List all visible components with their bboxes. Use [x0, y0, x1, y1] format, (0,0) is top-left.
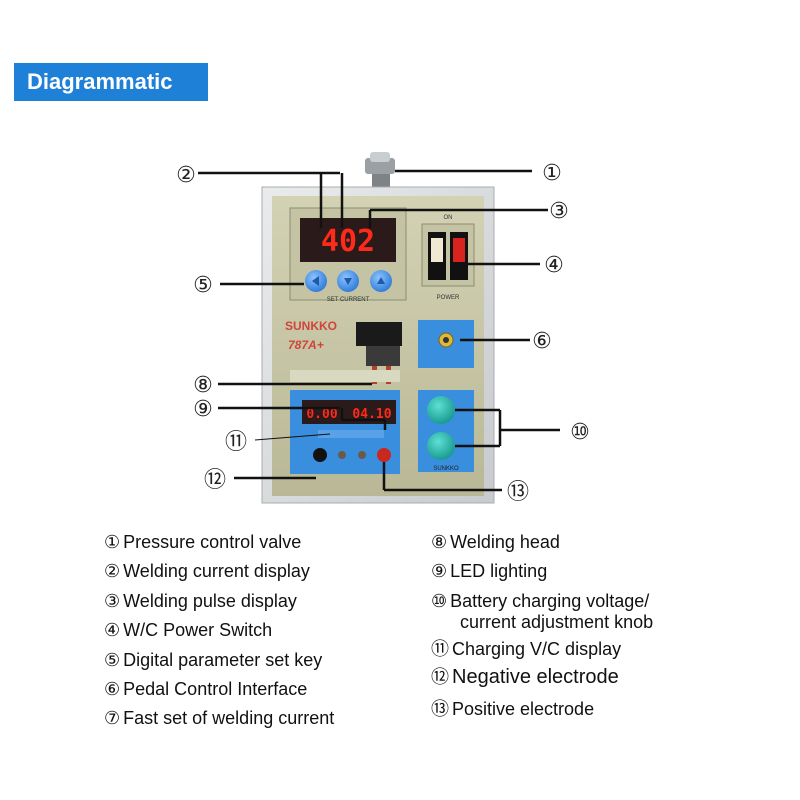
switch-rocker-right: [453, 238, 465, 262]
charging-current-value: 04.10: [352, 407, 391, 422]
legend-text: Welding pulse display: [123, 591, 297, 611]
legend-text: Pedal Control Interface: [123, 679, 308, 699]
legend-number: ⑫: [431, 667, 449, 688]
callout-lines: [198, 169, 560, 492]
charging-current-knob[interactable]: [427, 432, 455, 460]
callout-1: ①: [542, 161, 562, 186]
legend-number: ⑥: [104, 679, 121, 700]
arrow-left-icon: [312, 276, 319, 286]
legend-number: ⑪: [431, 639, 449, 660]
legend-text: Welding current display: [123, 561, 310, 581]
callout-11: ⑪: [225, 430, 247, 455]
callout-10: ⑩: [570, 420, 590, 445]
legend-number: ④: [104, 620, 121, 641]
callout-8: ⑧: [193, 373, 213, 398]
legend-text: Charging V/C display: [452, 639, 622, 659]
brand-logo: SUNKKO: [285, 319, 337, 333]
charging-voltage-value: 0.00: [306, 407, 337, 422]
bottom-brand: SUNKKO: [433, 466, 459, 472]
indicator-light-1: [338, 451, 346, 459]
legend-number: ⑨: [431, 561, 448, 582]
set-current-label: SET CURRENT: [327, 297, 370, 303]
legend-text: LED lighting: [450, 561, 548, 581]
welding-display: [300, 218, 396, 262]
callout-5: ⑤: [193, 273, 213, 298]
legend-number: ①: [104, 532, 121, 553]
legend-number: ⑤: [104, 650, 121, 671]
charging-voltage-knob[interactable]: [427, 396, 455, 424]
device-diagram: 402 SET CURRENT ON POWER SUNKKO 787A+ 0.…: [176, 152, 590, 505]
callout-6: ⑥: [532, 329, 552, 354]
negative-electrode[interactable]: [313, 448, 327, 462]
pedal-port-hole: [443, 337, 449, 343]
indicator-light-2: [358, 451, 366, 459]
callout-numbers: ① ② ③ ④ ⑤ ⑥ ⑧ ⑨ ⑪ ⑫ ⑬ ⑩: [176, 161, 590, 505]
legend-text: W/C Power Switch: [123, 620, 273, 640]
callout-13: ⑬: [507, 480, 529, 505]
arrow-up-icon: [377, 277, 385, 284]
legend-number: ⑬: [431, 699, 449, 720]
power-label: POWER: [437, 295, 460, 301]
legend-number: ⑩: [431, 591, 448, 612]
legend-text: Positive electrode: [452, 699, 595, 719]
charging-label-strip: [318, 430, 384, 438]
callout-12: ⑫: [204, 468, 226, 493]
on-label: ON: [444, 215, 453, 221]
legend-item: current adjustment knob: [460, 612, 653, 633]
legend-text: Negative electrode: [452, 666, 619, 688]
welding-display-value: 402: [321, 224, 375, 259]
legend-text: current adjustment knob: [460, 612, 654, 632]
positive-electrode[interactable]: [377, 448, 391, 462]
switch-rocker-left: [431, 238, 443, 262]
callout-2: ②: [176, 163, 196, 188]
legend-text: Pressure control valve: [123, 532, 302, 552]
legend-text: Fast set of welding current: [123, 708, 335, 728]
legend-number: ③: [104, 591, 121, 612]
legend-text: Digital parameter set key: [123, 650, 323, 670]
legend-number: ②: [104, 561, 121, 582]
callout-9: ⑨: [193, 397, 213, 422]
page-title: Diagrammatic: [14, 63, 208, 101]
legend-number: ⑧: [431, 532, 448, 553]
legend-number: ⑦: [104, 708, 121, 729]
legend-text: Battery charging voltage/: [450, 591, 650, 611]
chinese-label-strip: [290, 370, 400, 382]
pressure-control-valve: [365, 152, 395, 188]
model-label: 787A+: [288, 338, 324, 352]
callout-3: ③: [549, 199, 569, 224]
callout-4: ④: [544, 253, 564, 278]
legend-text: Welding head: [450, 532, 560, 552]
callout-line-11: [254, 433, 331, 441]
arrow-down-icon: [344, 278, 352, 285]
